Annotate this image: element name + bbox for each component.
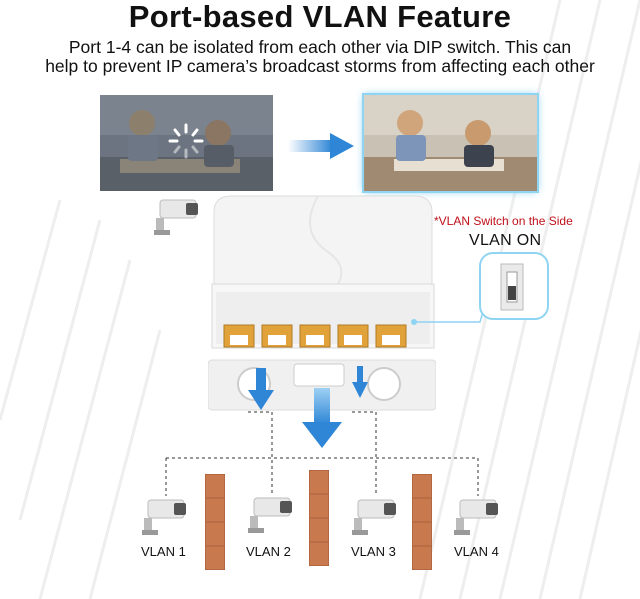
camera-icon [154, 199, 198, 235]
camera-feed-clear [364, 95, 537, 191]
vlan-dip-switch [479, 252, 549, 320]
classroom-photo-clear [364, 95, 537, 191]
subtitle: Port 1-4 can be isolated from each other… [0, 38, 640, 76]
vlan-label-4: VLAN 4 [454, 544, 499, 559]
camera-icon [454, 499, 498, 535]
arrow-down-icon [352, 366, 368, 398]
camera-icon [352, 499, 396, 535]
camera-feed-disrupted [100, 95, 273, 191]
loading-spinner-icon [168, 123, 204, 159]
poe-switch-device [208, 195, 436, 411]
side-note: *VLAN Switch on the Side [434, 214, 573, 228]
camera-icon [142, 499, 186, 535]
arrow-right-icon [288, 133, 354, 159]
brick-wall-icon [412, 474, 432, 570]
brick-wall-icon [205, 474, 225, 570]
vlan-label-3: VLAN 3 [351, 544, 396, 559]
subtitle-line-2: help to prevent IP camera’s broadcast st… [45, 56, 595, 76]
camera-icon [248, 497, 292, 533]
ethernet-ports [223, 324, 407, 348]
vlan-label-1: VLAN 1 [141, 544, 186, 559]
arrow-down-icon [248, 368, 274, 410]
subtitle-line-1: Port 1-4 can be isolated from each other… [68, 37, 572, 57]
classroom-photo-dimmed [100, 95, 273, 191]
page-title: Port-based VLAN Feature [128, 0, 512, 34]
vlan-switch-state: VLAN ON [469, 232, 542, 249]
arrow-down-icon [302, 388, 342, 448]
vlan-label-2: VLAN 2 [246, 544, 291, 559]
brick-wall-icon [309, 470, 329, 566]
